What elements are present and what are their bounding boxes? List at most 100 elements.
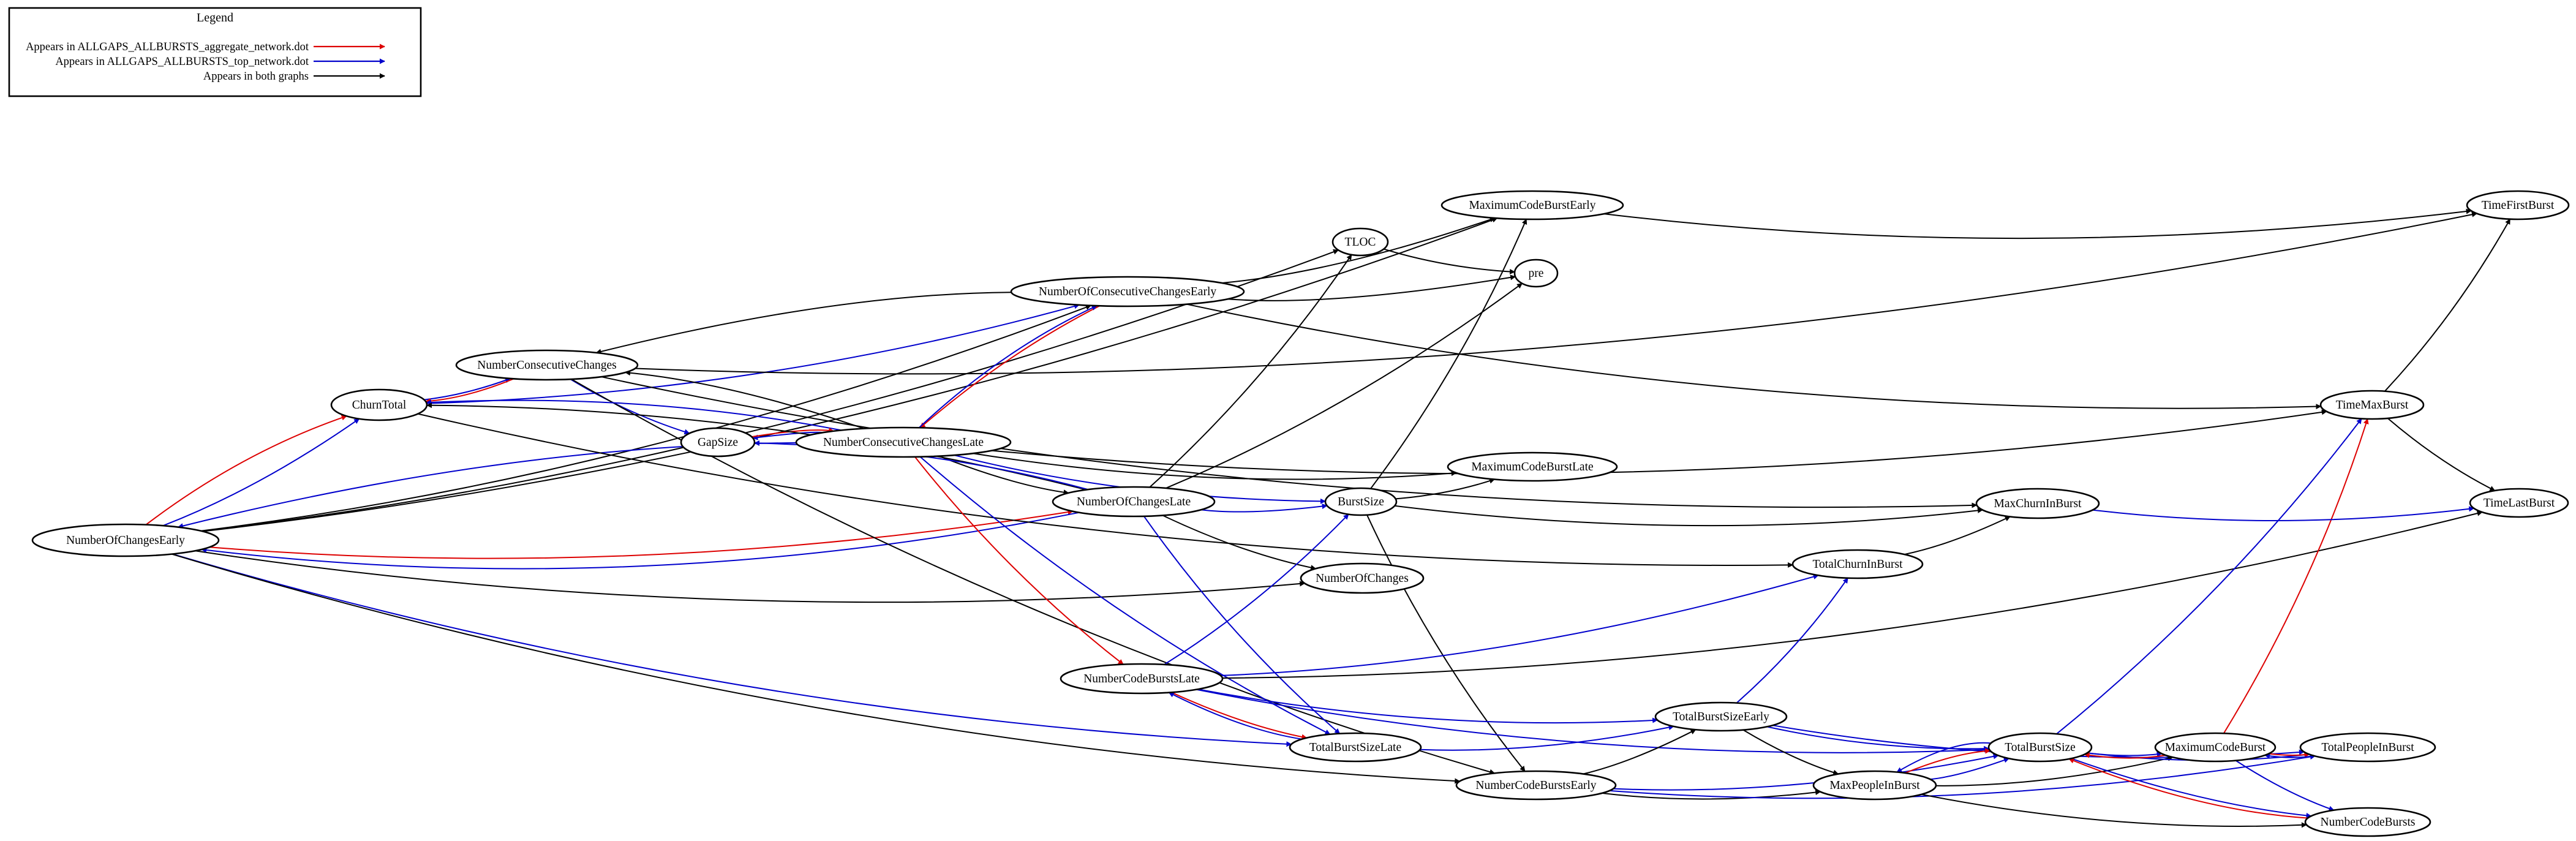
- node-label: NumberOfChangesEarly: [66, 534, 185, 547]
- edge-blue: [1613, 753, 1999, 791]
- node-TotalBurstSizeLate[interactable]: TotalBurstSizeLate: [1289, 732, 1422, 763]
- node-label: MaximumCodeBurstLate: [1471, 461, 1593, 473]
- node-label: TimeMaxBurst: [2336, 399, 2409, 412]
- node-TotalBurstSize[interactable]: TotalBurstSize: [1987, 732, 2093, 763]
- node-label: NumberOfChangesLate: [1077, 496, 1191, 508]
- edge-black: [1583, 729, 1697, 775]
- edge-blue: [162, 418, 360, 527]
- edge-black: [1166, 282, 1523, 489]
- edge-black: [1603, 208, 2472, 239]
- node-TLOC[interactable]: TLOC: [1331, 227, 1389, 257]
- node-ellipse: [1812, 770, 1937, 801]
- edge-black: [1227, 274, 1516, 301]
- node-MaximumCodeBurstEarly[interactable]: MaximumCodeBurstEarly: [1441, 190, 1624, 221]
- edge-black: [595, 292, 1012, 355]
- node-MaxPeopleInBurst[interactable]: MaxPeopleInBurst: [1812, 770, 1937, 801]
- edge-black: [635, 211, 2477, 375]
- edge-red: [1171, 692, 1308, 740]
- node-TotalBurstSizeEarly[interactable]: TotalBurstSizeEarly: [1654, 701, 1788, 732]
- node-TotalChurnInBurst[interactable]: TotalChurnInBurst: [1791, 549, 1924, 579]
- node-layer: NumberOfChangesEarlyChurnTotalNumberCons…: [31, 190, 2570, 837]
- edge-blue: [2264, 753, 2314, 759]
- node-ellipse: [1060, 663, 1224, 695]
- edge-blue: [1196, 688, 1990, 753]
- legend-label-top: Appears in ALLGAPS_ALLBURSTS_top_network…: [55, 56, 309, 68]
- edge-red: [2269, 752, 2310, 758]
- edge-blue: [1896, 742, 1991, 773]
- edge-blue: [1736, 577, 1848, 704]
- edge-red: [919, 305, 1100, 429]
- node-label: NumberOfChanges: [1316, 572, 1409, 585]
- node-label: NumberConsecutiveChangesLate: [823, 436, 984, 449]
- node-ellipse: [1447, 451, 1618, 482]
- node-ellipse: [2299, 732, 2436, 763]
- node-NumberOfChanges[interactable]: NumberOfChanges: [1300, 562, 1425, 594]
- node-ellipse: [1010, 276, 1245, 307]
- edge-black: [1366, 515, 1526, 772]
- legend-title: Legend: [197, 11, 233, 25]
- edge-black: [1395, 505, 1983, 527]
- edge-blue: [172, 553, 1292, 747]
- node-label: BurstSize: [1338, 496, 1384, 508]
- node-label: MaximumCodeBurst: [2165, 741, 2266, 754]
- node-label: TotalChurnInBurst: [1812, 558, 1903, 571]
- node-NumberOfChangesLate[interactable]: NumberOfChangesLate: [1052, 486, 1216, 518]
- edge-black: [1742, 729, 1839, 775]
- node-label: TotalBurstSize: [2005, 741, 2076, 754]
- node-ellipse: [2304, 807, 2431, 837]
- edge-black: [171, 553, 1461, 784]
- edge-blue: [1164, 513, 1349, 665]
- node-ChurnTotal[interactable]: ChurnTotal: [330, 388, 428, 421]
- node-TotalPeopleInBurst[interactable]: TotalPeopleInBurst: [2299, 732, 2436, 763]
- node-TimeFirstBurst[interactable]: TimeFirstBurst: [2466, 190, 2570, 221]
- node-label: MaxChurnInBurst: [1994, 497, 2082, 510]
- node-BurstSize[interactable]: BurstSize: [1324, 487, 1398, 516]
- node-TimeLastBurst[interactable]: TimeLastBurst: [2469, 488, 2569, 518]
- edge-red: [145, 415, 347, 526]
- edge-blue: [1930, 757, 2009, 780]
- edge-black: [2384, 218, 2511, 392]
- node-NumberConsecutiveChangesLate[interactable]: NumberConsecutiveChangesLate: [795, 426, 1012, 458]
- node-ellipse: [795, 426, 1012, 458]
- node-ellipse: [1654, 701, 1788, 732]
- node-label: TotalBurstSizeLate: [1309, 741, 1401, 754]
- edge-blue: [1609, 754, 2316, 799]
- node-ellipse: [1331, 227, 1389, 257]
- node-label: TotalBurstSizeEarly: [1673, 711, 1769, 723]
- node-NumberCodeBurstsLate[interactable]: NumberCodeBurstsLate: [1060, 663, 1224, 695]
- node-GapSize[interactable]: GapSize: [680, 427, 756, 458]
- node-ellipse: [2319, 390, 2425, 420]
- node-pre[interactable]: pre: [1513, 258, 1559, 288]
- node-NumberConsecutiveChanges[interactable]: NumberConsecutiveChanges: [455, 349, 639, 381]
- edge-red: [2068, 758, 2308, 819]
- edge-black: [203, 217, 1498, 532]
- node-ellipse: [1441, 190, 1624, 221]
- node-NumberCodeBurstsEarly[interactable]: NumberCodeBurstsEarly: [1455, 770, 1617, 801]
- node-ellipse: [2466, 190, 2570, 221]
- edge-red: [2223, 418, 2369, 734]
- node-label: NumberConsecutiveChanges: [477, 359, 616, 372]
- edge-black: [973, 453, 1457, 480]
- node-ellipse: [2154, 732, 2277, 763]
- edge-black: [1935, 755, 2174, 786]
- node-label: TimeLastBurst: [2484, 497, 2555, 510]
- edge-blue: [570, 379, 690, 435]
- node-MaximumCodeBurstLate[interactable]: MaximumCodeBurstLate: [1447, 451, 1618, 482]
- node-NumberCodeBursts[interactable]: NumberCodeBursts: [2304, 807, 2431, 837]
- node-NumberOfChangesEarly[interactable]: NumberOfChangesEarly: [31, 523, 220, 557]
- edge-red: [209, 509, 1074, 559]
- edge-black: [1602, 790, 1821, 800]
- edge-black: [1383, 248, 1515, 275]
- edge-blue: [426, 303, 1080, 404]
- node-label: TLOC: [1345, 236, 1376, 249]
- node-NumberOfConsecutiveChangesEarly[interactable]: NumberOfConsecutiveChangesEarly: [1010, 276, 1245, 307]
- node-MaxChurnInBurst[interactable]: MaxChurnInBurst: [1975, 488, 2100, 519]
- node-MaximumCodeBurst[interactable]: MaximumCodeBurst: [2154, 732, 2277, 763]
- edge-red: [425, 378, 514, 404]
- node-label: pre: [1529, 267, 1544, 280]
- node-label: NumberOfConsecutiveChangesEarly: [1039, 285, 1217, 298]
- node-TimeMaxBurst[interactable]: TimeMaxBurst: [2319, 390, 2425, 420]
- edge-blue: [2056, 418, 2362, 734]
- edge-red: [1905, 748, 1991, 774]
